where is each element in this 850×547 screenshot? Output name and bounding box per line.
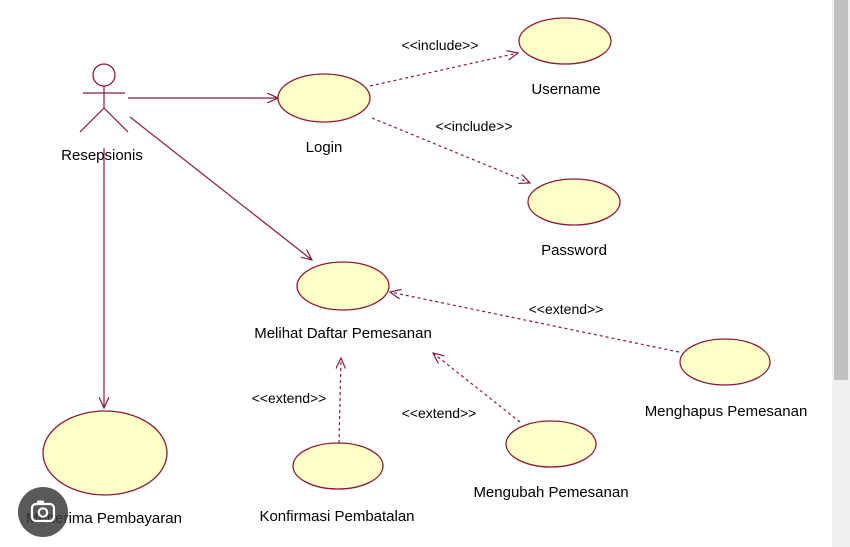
use-case-diagram: Resepsionis Login Username Password Meli… [26, 17, 808, 527]
usecase-menerima-pembayaran[interactable] [42, 410, 168, 496]
extend-konfirmasi-melihat [339, 358, 341, 444]
usecase-login-label: Login [306, 139, 343, 156]
usecase-mengubah-label: Mengubah Pemesanan [473, 484, 628, 501]
actor-right-leg [103, 107, 129, 133]
actor-label: Resepsionis [61, 147, 143, 164]
usecase-konfirmasi-label: Konfirmasi Pembatalan [259, 508, 414, 525]
usecase-menghapus-label: Menghapus Pemesanan [645, 403, 808, 420]
stereotype-include-username: <<include>> [401, 37, 478, 53]
usecase-konfirmasi-pembatalan[interactable] [292, 442, 384, 490]
actor-resepsionis[interactable] [79, 63, 129, 133]
usecase-melihat-daftar-pemesanan[interactable] [296, 261, 390, 311]
include-login-username [369, 53, 518, 87]
actor-left-leg [79, 107, 105, 133]
stereotype-extend-menghapus: <<extend>> [529, 301, 604, 317]
usecase-username[interactable] [518, 17, 612, 65]
usecase-username-label: Username [531, 81, 600, 98]
extend-mengubah-melihat [433, 353, 521, 423]
extend-menghapus-melihat [390, 292, 680, 353]
usecase-password-label: Password [541, 242, 607, 259]
usecase-melihat-label: Melihat Daftar Pemesanan [254, 325, 432, 342]
usecase-password[interactable] [527, 178, 621, 226]
usecase-login[interactable] [277, 73, 371, 123]
usecase-menghapus-pemesanan[interactable] [679, 338, 771, 386]
stereotype-extend-mengubah: <<extend>> [402, 405, 477, 421]
association-actor-melihat [129, 116, 312, 260]
usecase-mengubah-pemesanan[interactable] [505, 420, 597, 468]
stereotype-include-password: <<include>> [435, 118, 512, 134]
camera-lens-icon [30, 500, 56, 523]
camera-lens-button[interactable] [18, 487, 68, 537]
vertical-scrollbar[interactable] [832, 0, 850, 547]
scrollbar-thumb[interactable] [834, 0, 848, 380]
stereotype-extend-konfirmasi: <<extend>> [252, 390, 327, 406]
include-login-password [371, 117, 530, 183]
actor-head [92, 63, 116, 87]
